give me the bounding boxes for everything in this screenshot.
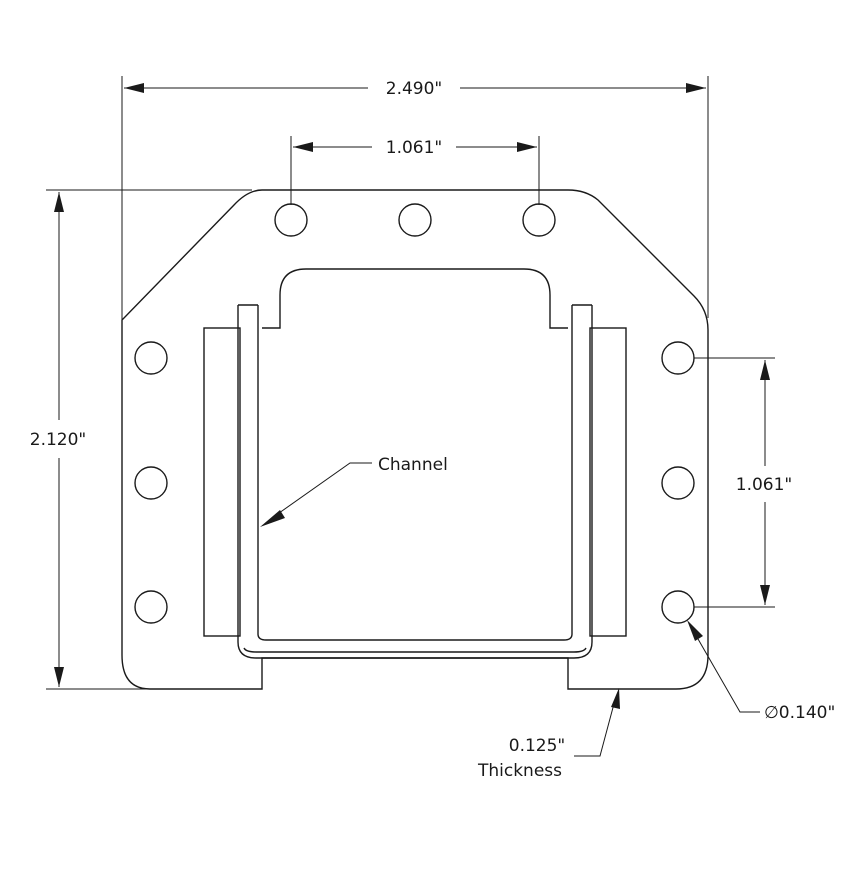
callout-thickness: 0.125" Thickness (477, 688, 620, 781)
center-cutout (262, 268, 568, 329)
hole-top-left (274, 203, 308, 237)
hole-left-lower (134, 590, 168, 624)
dim-top-hole-spacing: 1.061" (290, 136, 540, 205)
channel-bottom-edge (243, 647, 587, 653)
hole-left-upper (134, 341, 168, 375)
plate-outline (121, 189, 709, 690)
dim-side-hole-spacing: 1.061" (694, 357, 793, 608)
hole-diameter-label: ∅0.140" (764, 703, 835, 723)
callout-channel: Channel (260, 455, 448, 527)
hole-right-upper (661, 341, 695, 375)
thickness-text-label: Thickness (477, 761, 562, 781)
right-flange (589, 327, 627, 637)
top-hole-spacing-label: 1.061" (386, 138, 443, 158)
dim-overall-width: 2.490" (121, 76, 709, 320)
callout-hole-diameter: ∅0.140" (687, 620, 835, 723)
channel-label: Channel (378, 455, 448, 475)
hole-top-right (522, 203, 556, 237)
dim-overall-height: 2.120" (30, 189, 252, 690)
channel-inner (257, 305, 573, 641)
hole-left-middle (134, 466, 168, 500)
overall-height-label: 2.120" (30, 430, 87, 450)
thickness-value-label: 0.125" (509, 736, 566, 756)
channel-outer (237, 305, 593, 659)
hole-right-middle (661, 466, 695, 500)
hole-right-lower (661, 590, 695, 624)
overall-width-label: 2.490" (386, 79, 443, 99)
hole-top-center (398, 203, 432, 237)
left-flange (203, 327, 241, 637)
side-hole-spacing-label: 1.061" (736, 475, 793, 495)
